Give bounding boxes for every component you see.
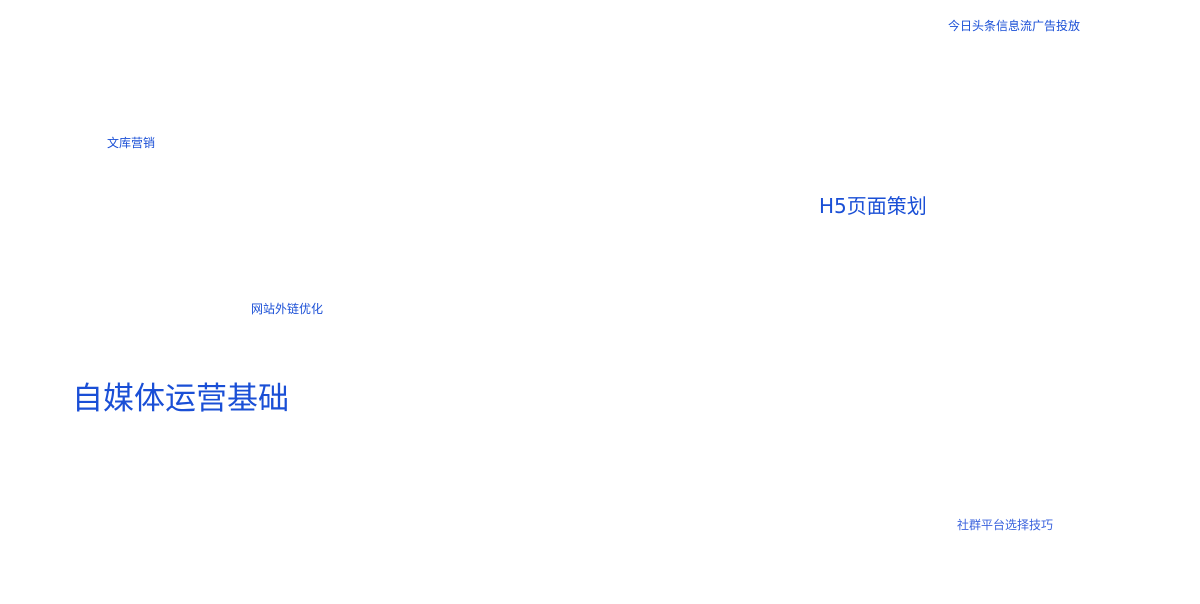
tag-self-media-operation-basics[interactable]: 自媒体运营基础 bbox=[72, 381, 289, 417]
tag-toutiao-feed-ads[interactable]: 今日头条信息流广告投放 bbox=[948, 19, 1081, 33]
tag-website-backlink-optimization[interactable]: 网站外链优化 bbox=[251, 302, 324, 316]
tag-h5-page-planning[interactable]: H5页面策划 bbox=[819, 194, 927, 218]
tag-wenku-marketing[interactable]: 文库营销 bbox=[107, 136, 156, 150]
tag-community-platform-tips[interactable]: 社群平台选择技巧 bbox=[957, 518, 1054, 532]
